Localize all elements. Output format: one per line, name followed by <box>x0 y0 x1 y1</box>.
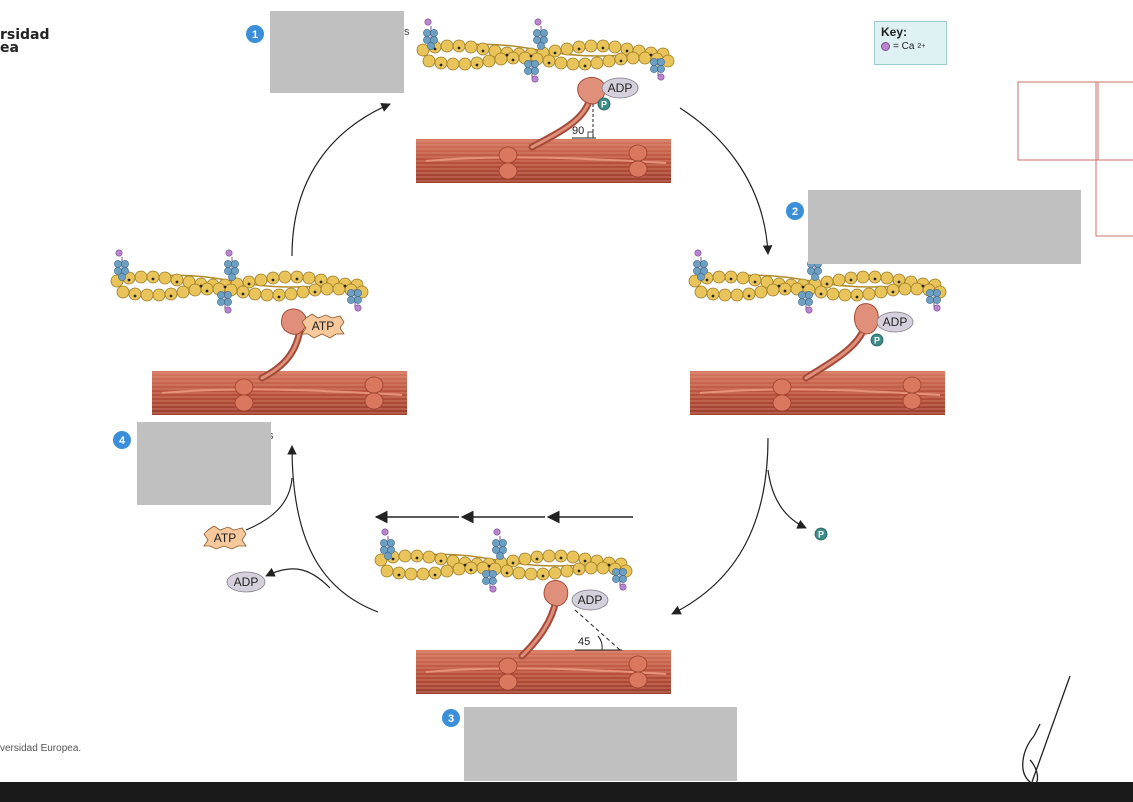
phosphate-released <box>814 527 828 541</box>
svg-text:P: P <box>818 530 824 540</box>
svg-text:1: 1 <box>252 29 258 41</box>
label-cover-step-4 <box>137 422 271 505</box>
label-cover-step-1 <box>270 11 404 93</box>
svg-text:ATP: ATP <box>312 319 334 333</box>
step-4-badge <box>113 431 131 449</box>
university-logo: rsidad ea <box>0 27 50 56</box>
adp-badge-panel-2 <box>876 311 914 333</box>
angle-45-label: 45 <box>578 636 590 648</box>
svg-text:ADP: ADP <box>578 593 603 607</box>
svg-text:ATP: ATP <box>214 531 236 545</box>
adp-badge-panel-3 <box>571 589 609 611</box>
step-3-badge <box>442 709 460 727</box>
phosphate-panel-2 <box>870 333 884 347</box>
svg-text:ADP: ADP <box>234 575 259 589</box>
svg-text:ADP: ADP <box>883 315 908 329</box>
label-cover-step-2 <box>808 190 1081 264</box>
panel-1 <box>415 18 675 184</box>
red-outline-boxes <box>1017 81 1133 237</box>
atp-badge-panel-4 <box>301 313 345 339</box>
atp-badge-incoming <box>203 525 247 550</box>
molecule-labels: ADP P 90 ADP P P ADP 45 ATP ATP ADP <box>203 77 914 648</box>
svg-text:P: P <box>874 336 880 346</box>
svg-text:4: 4 <box>119 435 126 447</box>
step-1-badge <box>246 25 264 43</box>
svg-text:P: P <box>601 100 607 110</box>
copyright-text: versidad Europea. <box>0 743 82 754</box>
svg-text:3: 3 <box>448 713 454 725</box>
adp-label-panel-1: ADP <box>608 81 633 95</box>
angle-90-label: 90 <box>572 125 584 137</box>
label-cover-step-3 <box>464 707 737 781</box>
panel-2 <box>688 249 947 416</box>
phosphate-panel-1 <box>597 97 611 111</box>
adp-badge-panel-1 <box>601 77 639 99</box>
step-markers: 1 2 3 4 <box>113 25 804 727</box>
signature-scribble <box>1022 675 1071 785</box>
step-2-badge <box>786 202 804 220</box>
panel-3 <box>374 510 672 695</box>
cycle-arrows <box>245 103 807 615</box>
bottom-bar <box>0 782 1133 802</box>
key-title: Key: <box>881 25 908 39</box>
svg-text:2: 2 <box>792 206 798 218</box>
panel-4 <box>110 249 408 416</box>
stray-letter: s <box>404 26 410 38</box>
adp-badge-released <box>226 571 266 593</box>
calcium-dot-icon <box>881 42 890 51</box>
